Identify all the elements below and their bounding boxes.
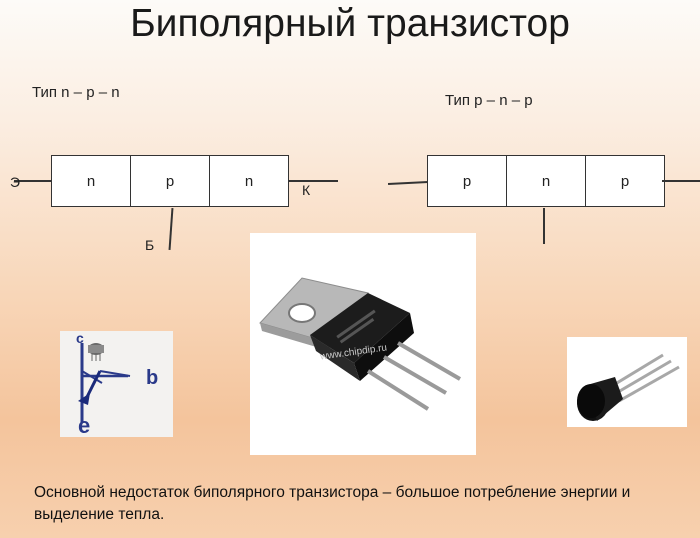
npn-region-2: p: [131, 156, 210, 206]
transistor-symbol-sketch: [60, 331, 173, 437]
npn-region-3: n: [244, 172, 254, 190]
npn-structure-bar: n p n: [51, 155, 289, 207]
pnp-collector-lead: [662, 180, 700, 182]
npn-base-lead: [168, 207, 173, 251]
slide-caption: Основной недостаток биполярного транзист…: [34, 484, 631, 523]
sketch-label-b: b: [146, 367, 159, 389]
pnp-region-3: p: [620, 172, 630, 190]
pnp-structure-bar: p n p: [427, 155, 665, 207]
pnp-type-label: Тип p – n – p: [445, 92, 533, 109]
slide-title: Биполярный транзистор: [130, 2, 570, 45]
pnp-region-2: n: [507, 156, 586, 206]
npn-collector-label: К: [302, 182, 311, 198]
npn-collector-lead: [288, 180, 338, 182]
pnp-emitter-lead: [387, 180, 429, 185]
to220-transistor-image: [250, 233, 476, 455]
npn-emitter-lead: [14, 180, 52, 182]
sketch-label-e: e: [78, 413, 91, 438]
pnp-region-1: p: [428, 156, 507, 206]
npn-base-label: Б: [145, 237, 155, 253]
transistor-sketch-photo: c b e: [60, 330, 173, 438]
npn-region-1: n: [52, 156, 131, 206]
npn-emitter-label: Э: [10, 174, 21, 190]
sketch-label-c: c: [76, 330, 84, 346]
to92-transistor-image: [567, 337, 687, 427]
npn-type-label: Тип n – p – n: [32, 84, 120, 101]
to220-transistor-photo: www.chipdip.ru: [250, 233, 476, 455]
to92-transistor-photo: [567, 337, 687, 427]
pnp-base-lead: [543, 208, 545, 244]
